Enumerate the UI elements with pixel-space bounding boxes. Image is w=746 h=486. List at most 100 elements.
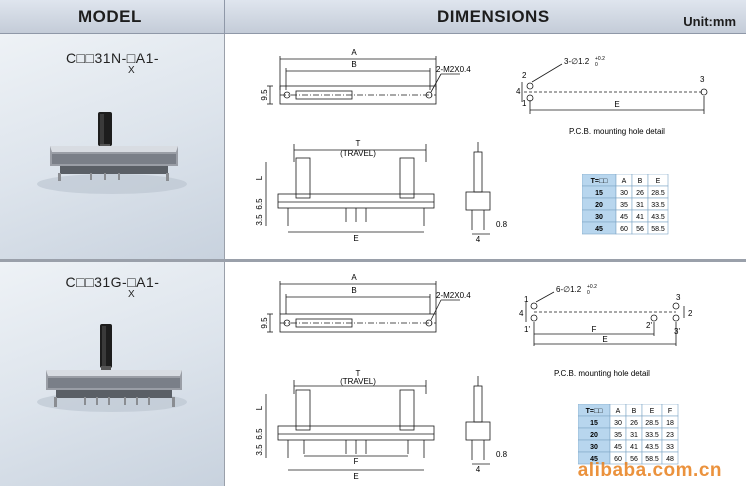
table-cell: 28.5 — [645, 420, 659, 427]
height-label-1: 9.5 — [260, 89, 269, 101]
pcb-tolerance-2: +0.2 — [587, 284, 597, 290]
table-header-cell: E — [656, 178, 661, 185]
dim-08-label-1: 0.8 — [496, 220, 508, 229]
slide-potentiometer-photo-2 — [37, 324, 187, 412]
table-cell: 30 — [620, 190, 628, 197]
dimension-table-2: T=□□ A B E F 15 30 26 28.5 18 20 35 — [578, 404, 679, 465]
dim-4-label-2: 4 — [476, 465, 481, 474]
table-header-row: T=□□ A B E — [582, 174, 669, 187]
dimension-drawing-2: A B 2-M2X0.4 9.5 T (TRAVEL) L 6.5 3.5 F … — [226, 262, 746, 486]
table-row: 20 35 31 33.5 23 — [578, 427, 679, 441]
table-cell: 28.5 — [651, 190, 665, 197]
table-cell: 30 — [590, 444, 598, 451]
unit-label: Unit:mm — [683, 14, 736, 29]
pcb-hole-1-label-1: 1 — [522, 99, 527, 108]
table-cell: 41 — [630, 444, 638, 451]
table-header-cell: T=□□ — [591, 178, 609, 185]
slide-potentiometer-photo-1 — [37, 112, 187, 194]
table-header-cell: A — [622, 178, 627, 185]
side-35-label-1: 3.5 — [255, 214, 264, 226]
pcb-caption-1: P.C.B. mounting hole detail — [569, 127, 665, 136]
dim-e-label-1: E — [353, 234, 358, 243]
table-cell: 56 — [630, 456, 638, 463]
model-subscript-2: X — [128, 289, 135, 300]
model-subscript-1: X — [128, 65, 135, 76]
table-cell: 31 — [636, 202, 644, 209]
pcb-holes-label-2: 6-∅1.2 — [556, 285, 582, 294]
side-65-label-2: 6.5 — [255, 428, 264, 440]
table-cell: 45 — [614, 444, 622, 451]
model-cell-1: C□□31N-□A1- X — [0, 34, 225, 259]
table-cell: 20 — [595, 202, 603, 209]
pcb-dim-e-label-2: E — [602, 335, 607, 344]
travel-t-label-2: T — [356, 369, 361, 378]
table-cell: 23 — [666, 432, 674, 439]
dimensions-column-header: DIMENSIONS Unit:mm — [225, 0, 746, 34]
side-65-label-1: 6.5 — [255, 198, 264, 210]
row-divider — [0, 259, 746, 262]
pcb-tolerance-zero-2: 0 — [587, 290, 590, 296]
table-row: 45 60 56 58.5 48 — [578, 451, 679, 465]
table-cell: 56 — [636, 226, 644, 233]
table-row: 15 30 26 28.5 18 — [578, 415, 679, 429]
pcb-tolerance-zero-1: 0 — [595, 62, 598, 68]
table-cell: 60 — [620, 226, 628, 233]
pcb-hole-3-label-1: 3 — [700, 75, 705, 84]
pcb-hole-3-label-2: 3 — [676, 293, 681, 302]
table-cell: 26 — [630, 420, 638, 427]
table-cell: 43.5 — [645, 444, 659, 451]
pcb-hole-2p-label-2: 2' — [646, 321, 652, 330]
table-row: 30 45 41 43.5 33 — [578, 439, 679, 453]
table-cell: 58.5 — [651, 226, 665, 233]
table-header-cell: T=□□ — [586, 408, 604, 415]
pcb-hole-1p-label-2: 1' — [524, 325, 530, 334]
table-cell: 15 — [590, 420, 598, 427]
dim-e-label-2: E — [353, 472, 358, 481]
table-header-cell: B — [632, 408, 637, 415]
dim-4-label-1: 4 — [476, 235, 481, 244]
dim-b-label-1: B — [351, 60, 356, 69]
dim-b-label-2: B — [351, 286, 356, 295]
pcb-dim-f-label-2: F — [592, 325, 597, 334]
table-row: 30 45 41 43.5 — [582, 209, 669, 223]
pcb-dim-4-label-1: 4 — [516, 87, 521, 96]
table-header-cell: A — [616, 408, 621, 415]
table-cell: 35 — [614, 432, 622, 439]
pcb-dim-2-label-2: 2 — [688, 309, 693, 318]
model-cell-2: C□□31G-□A1- X — [0, 262, 225, 486]
table-cell: 33 — [666, 444, 674, 451]
pcb-dim-e-label-1: E — [614, 100, 619, 109]
table-cell: 48 — [666, 456, 674, 463]
pcb-hole-2-label-1: 2 — [522, 71, 527, 80]
table-cell: 18 — [666, 420, 674, 427]
dim-a-label-2: A — [351, 273, 357, 282]
travel-t-label-1: T — [356, 139, 361, 148]
table-cell: 43.5 — [651, 214, 665, 221]
travel-label-1: (TRAVEL) — [340, 149, 376, 158]
pcb-holes-label-1: 3-∅1.2 — [564, 57, 590, 66]
pcb-hole-1-label-2: 1 — [524, 295, 529, 304]
dim-08-label-2: 0.8 — [496, 450, 508, 459]
model-header-label: MODEL — [78, 7, 142, 26]
table-cell: 45 — [590, 456, 598, 463]
height-label-2: 9.5 — [260, 317, 269, 329]
dimension-drawing-1: A B 2-M2X0.4 9.5 T (TRAVEL) L 6.5 3.5 E … — [226, 34, 746, 259]
side-35-label-2: 3.5 — [255, 444, 264, 456]
watermark: alibaba.com.cn — [577, 460, 722, 481]
table-cell: 33.5 — [645, 432, 659, 439]
travel-label-2: (TRAVEL) — [340, 377, 376, 386]
model-column-header: MODEL — [0, 0, 225, 34]
dim-f-label-2: F — [354, 457, 359, 466]
table-cell: 26 — [636, 190, 644, 197]
pcb-dim-4-label-2: 4 — [519, 309, 524, 318]
dim-l-label-1: L — [255, 175, 264, 180]
table-cell: 31 — [630, 432, 638, 439]
table-row: 15 30 26 28.5 — [582, 185, 669, 199]
thread-label-2: 2-M2X0.4 — [436, 291, 471, 300]
dim-a-label-1: A — [351, 48, 357, 57]
model-name-1: C□□31N-□A1- — [65, 50, 160, 66]
dimension-table-1: T=□□ A B E 15 30 26 28.5 20 35 31 33. — [582, 174, 669, 235]
table-header-cell: B — [638, 178, 643, 185]
table-cell: 60 — [614, 456, 622, 463]
table-cell: 45 — [595, 226, 603, 233]
